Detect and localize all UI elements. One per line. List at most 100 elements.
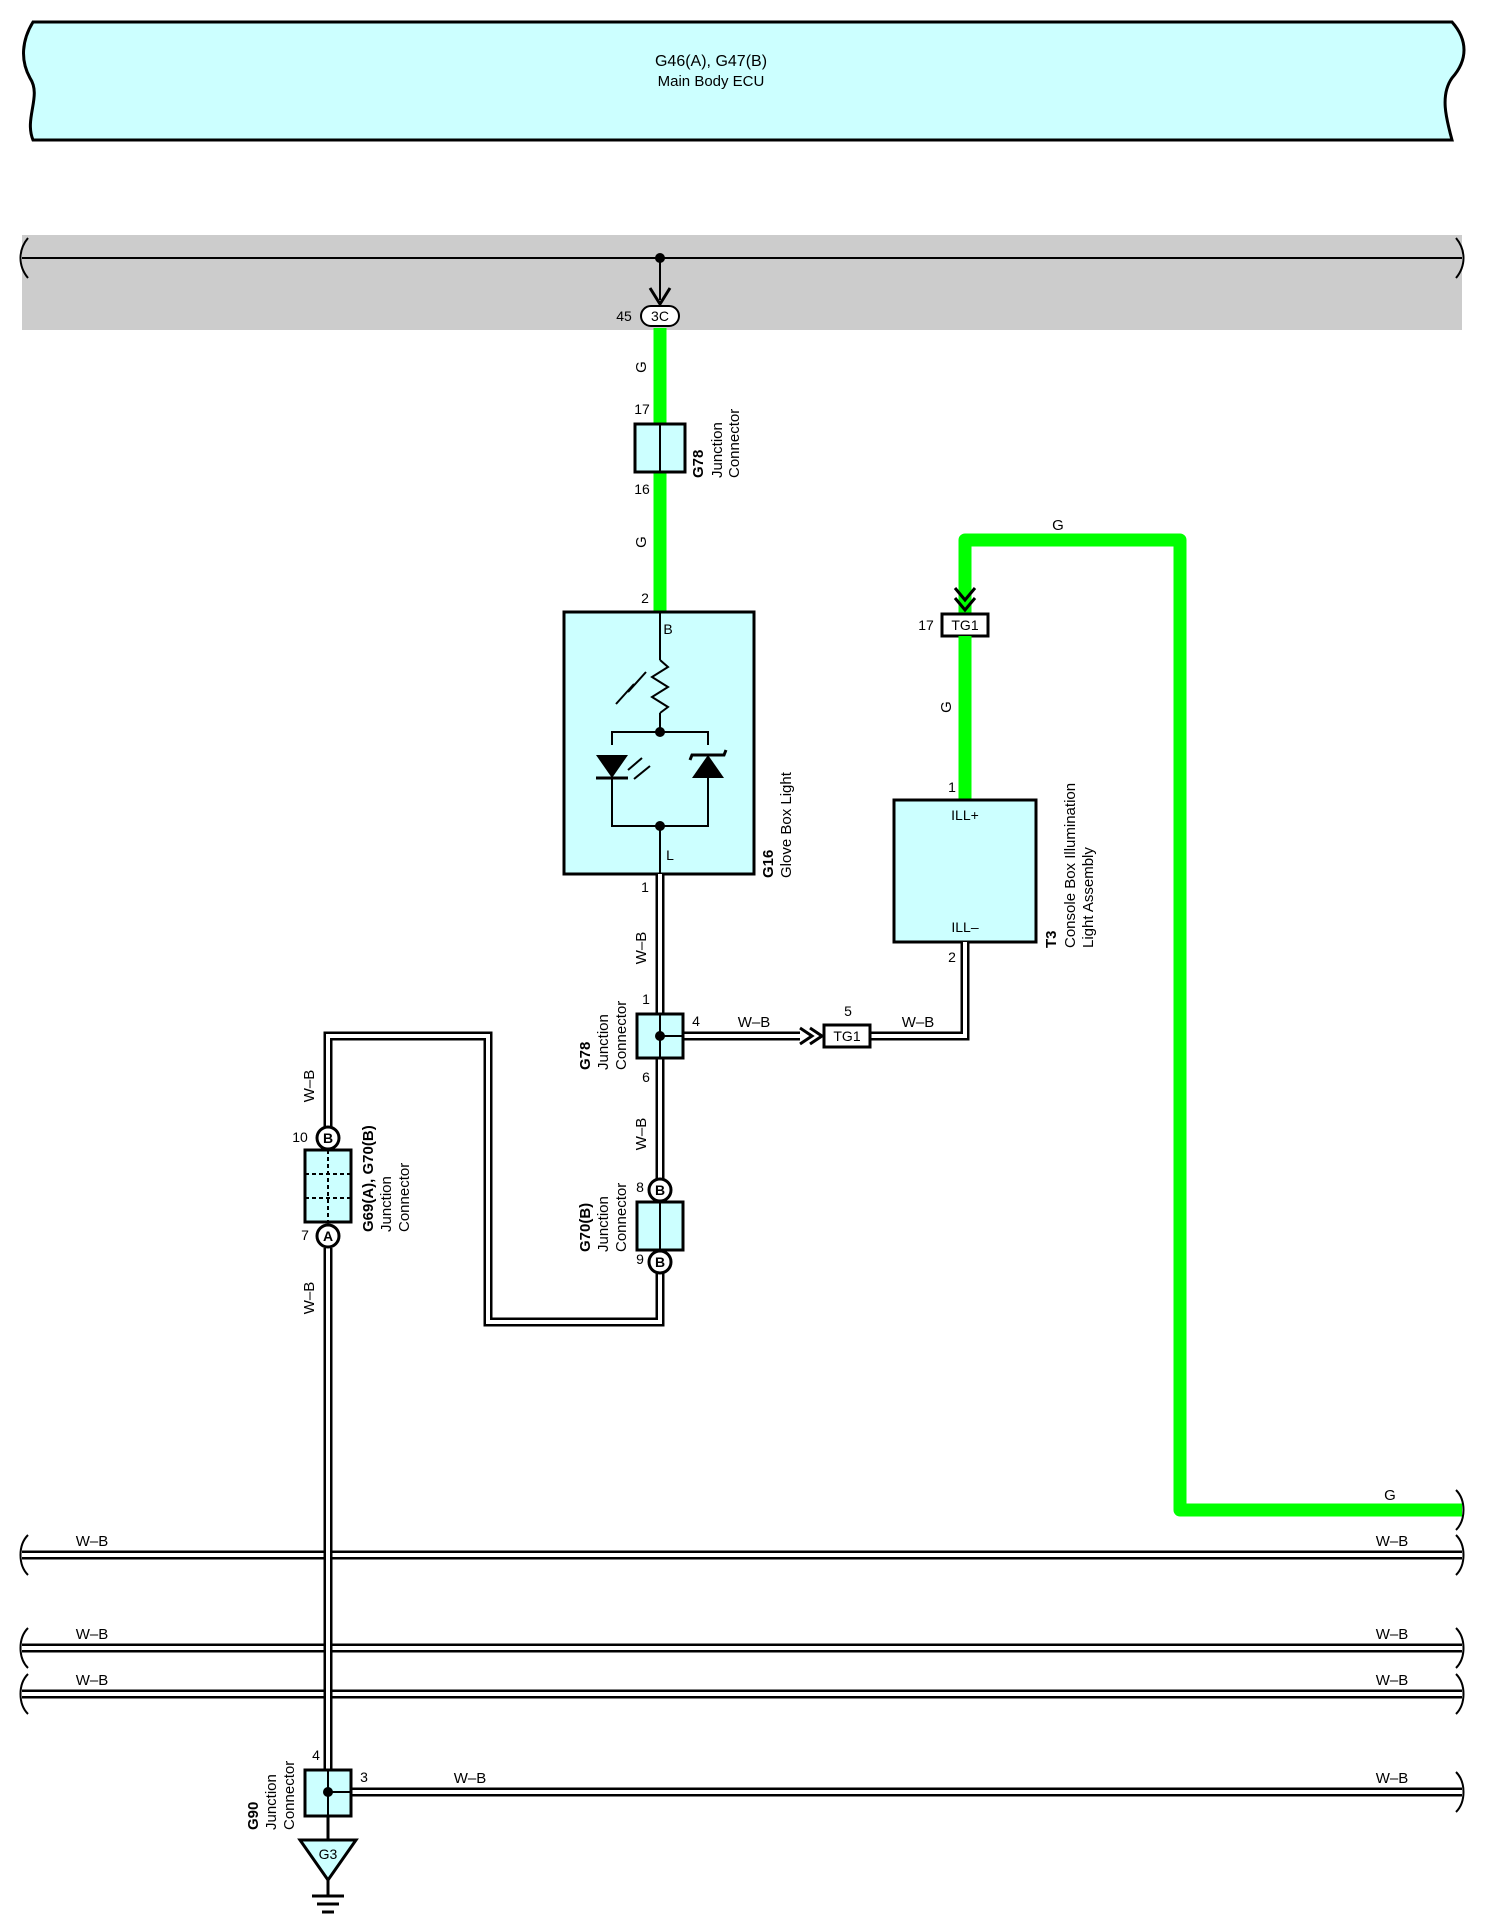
strip-left-break [19, 237, 29, 279]
console-line1: Console Box Illumination [1062, 783, 1079, 948]
g90-pin-right: 3 [360, 1769, 368, 1785]
wire-label-g-top: G [1052, 517, 1064, 534]
glove-junction-bottom [655, 821, 665, 831]
tg1-upper-pin: 17 [918, 617, 934, 633]
g69-id: G69(A), G70(B) [360, 1125, 377, 1232]
g69-pin-top: 10 [292, 1129, 308, 1145]
strip-right-break [1455, 237, 1465, 279]
bus-label-3-right: W–B [1376, 1672, 1409, 1689]
g70b-bottom-letter: B [655, 1254, 665, 1270]
glove-box-label-l: L [666, 847, 674, 863]
ecu-connector-strip [22, 235, 1462, 330]
g78-top-pin-in: 17 [634, 401, 650, 417]
wire-g-right-loop [958, 533, 1462, 1517]
console-id: T3 [1043, 930, 1060, 948]
console-label-plus: ILL+ [951, 807, 979, 823]
console-pin-plus: 1 [948, 779, 956, 795]
g70b-pin-bottom: 9 [636, 1251, 644, 1267]
g70b-bottom-terminal [647, 1249, 673, 1275]
glove-box-pin-b: 2 [641, 590, 649, 606]
g69-pin-bottom: 7 [301, 1227, 309, 1243]
g69-bottom-terminal [315, 1223, 341, 1249]
g69-top-letter: B [323, 1130, 333, 1146]
ground-bus [19, 1534, 1465, 1813]
ecu-arrow-icon [648, 287, 672, 307]
wire-label-wb-3: W–B [738, 1014, 771, 1031]
g78-mid-pin-bottom: 6 [642, 1069, 650, 1085]
bus-label-4-right: W–B [1376, 1770, 1409, 1787]
tg1-upper-code: TG1 [951, 617, 978, 633]
wb-wire-strokes [328, 874, 965, 1770]
g78-mid-line1: Junction [595, 1014, 612, 1070]
wire-label-g-bottom: G [1384, 1487, 1396, 1504]
ground-g3-code: G3 [319, 1846, 338, 1862]
g70b-id: G70(B) [577, 1203, 594, 1252]
g70b-pin-top: 8 [636, 1179, 644, 1195]
console-box-light [892, 798, 1038, 944]
ecu-connector-3c [640, 305, 680, 327]
bus-line-1 [19, 1534, 1465, 1576]
bus-label-1-right: W–B [1376, 1533, 1409, 1550]
ecu-title: G46(A), G47(B) [655, 53, 767, 70]
glove-box-name: Glove Box Light [778, 771, 795, 878]
g78-top-id: G78 [690, 450, 707, 478]
tg1-lower-connector [822, 1023, 872, 1049]
g69-line1: Junction [378, 1176, 395, 1232]
console-line2: Light Assembly [1080, 847, 1097, 948]
wire-label-g-2: G [633, 536, 650, 548]
console-pin-minus: 2 [948, 949, 956, 965]
wire-label-g-3: G [938, 701, 955, 713]
glove-junction-top [655, 727, 665, 737]
g69-line2: Connector [396, 1163, 413, 1232]
g78-top-pin-out: 16 [634, 481, 650, 497]
resistor-icon [650, 659, 670, 714]
wire-label-wb-2: W–B [633, 1118, 650, 1151]
g70b-top-letter: B [655, 1182, 665, 1198]
bus-label-2-right: W–B [1376, 1626, 1409, 1643]
ground-g3-triangle [297, 1838, 359, 1883]
bus-label-3-left: W–B [76, 1672, 109, 1689]
g90-line1: Junction [263, 1774, 280, 1830]
tg1-lower-pin: 5 [844, 1003, 852, 1019]
g78-mid-line2: Connector [613, 1001, 630, 1070]
g70b-line2: Connector [613, 1183, 630, 1252]
ground-icon [312, 1880, 344, 1914]
bus-line-2 [19, 1627, 1465, 1669]
led-icon [596, 755, 628, 778]
glove-box-pin-l: 1 [641, 879, 649, 895]
g90-line2: Connector [281, 1761, 298, 1830]
g69-grid [305, 1150, 351, 1222]
diode-icon [692, 755, 724, 778]
ecu-block [22, 20, 1466, 142]
g78-mid-pin-right: 4 [692, 1013, 700, 1029]
wire-label-wb-4: W–B [902, 1014, 935, 1031]
bus-label-1-left: W–B [76, 1533, 109, 1550]
g78-top-line1: Junction [709, 422, 726, 478]
tg1-lower-arrow-icon [799, 1026, 825, 1046]
g78-mid-pin-top: 1 [642, 991, 650, 1007]
ecu-subtitle: Main Body ECU [658, 73, 765, 90]
g90-id: G90 [245, 1802, 262, 1830]
g90-pin-top: 4 [312, 1747, 320, 1763]
wire-label-wb-1: W–B [633, 932, 650, 965]
wire-label-wb-5: W–B [301, 1070, 318, 1103]
g78-mid-id: G78 [577, 1042, 594, 1070]
led-rays-icon [627, 757, 651, 780]
diode-bar [688, 749, 728, 761]
glove-box-label-b: B [663, 621, 672, 637]
wire-label-wb-6: W–B [301, 1282, 318, 1315]
bus-label-2-left: W–B [76, 1626, 109, 1643]
bus-line-3 [19, 1673, 1465, 1715]
ecu-connector-code: 3C [651, 308, 669, 324]
g78-top-line2: Connector [726, 409, 743, 478]
g69-bottom-letter: A [323, 1228, 333, 1244]
wire-label-g-1: G [633, 361, 650, 373]
g70b-line1: Junction [595, 1196, 612, 1252]
glove-box-id: G16 [760, 850, 777, 878]
console-label-minus: ILL– [951, 919, 978, 935]
bus-label-4-left: W–B [454, 1770, 487, 1787]
ecu-connector-pin: 45 [616, 308, 632, 324]
tg1-lower-code: TG1 [833, 1028, 860, 1044]
bus-line-4 [350, 1771, 1465, 1813]
